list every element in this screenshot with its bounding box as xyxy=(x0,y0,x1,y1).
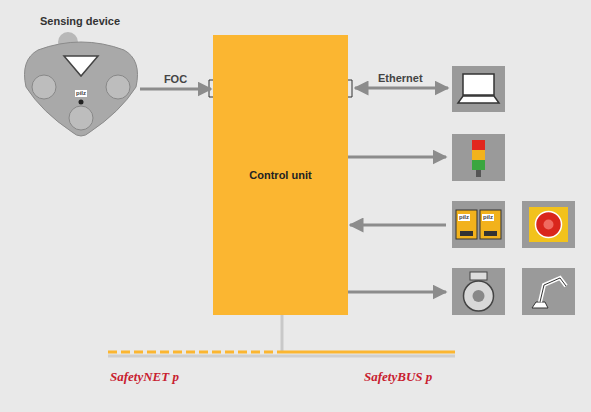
emergency-stop-icon xyxy=(529,207,568,242)
stack-light-icon xyxy=(452,134,505,181)
signal-arrows xyxy=(348,157,446,292)
drive-icon xyxy=(452,268,505,315)
device-housing xyxy=(25,42,138,136)
device-heading: Sensing device xyxy=(40,15,120,27)
drive-icon xyxy=(473,290,485,302)
safety-switch-icon xyxy=(484,231,497,236)
laptop-icon xyxy=(452,66,505,112)
laptop-icon xyxy=(463,74,494,95)
brand-logo: pilz xyxy=(75,90,87,97)
safety-bus-line xyxy=(281,315,284,352)
signal-arrows xyxy=(350,224,446,227)
bus-name: SafetyBUS p xyxy=(364,369,432,385)
bus-name: SafetyNET p xyxy=(110,369,179,385)
stack-light-icon xyxy=(472,150,485,160)
emergency-stop-icon xyxy=(544,220,554,230)
drive-icon xyxy=(464,281,494,311)
line-label: Ethernet xyxy=(378,72,423,84)
ethernet-line xyxy=(355,88,448,89)
device-lens xyxy=(64,56,98,76)
camera-lens xyxy=(32,75,56,99)
status-led xyxy=(79,100,84,105)
safety-bus-line xyxy=(108,355,455,358)
safety-switch-icon xyxy=(480,210,501,239)
emergency-stop-icon xyxy=(522,201,575,248)
robot-icon xyxy=(540,278,566,302)
control-unit-box: Control unit xyxy=(213,35,348,315)
camera-lens xyxy=(69,106,93,130)
stack-light-icon xyxy=(452,134,505,181)
laptop-icon xyxy=(452,66,505,112)
line-label: FOC xyxy=(164,73,187,85)
safety-switch-icon xyxy=(452,201,505,248)
safety-bus-line xyxy=(282,351,455,354)
stack-light-icon xyxy=(476,170,481,177)
emergency-stop-icon xyxy=(522,201,575,248)
robot-icon xyxy=(522,268,575,315)
ethernet-line xyxy=(355,87,448,90)
robot-icon xyxy=(522,268,575,315)
sensing-device: Sensing device xyxy=(20,32,142,142)
drive-icon xyxy=(452,268,505,315)
laptop-icon xyxy=(458,96,499,103)
box-label: Control unit xyxy=(249,169,311,181)
robot-icon xyxy=(540,278,566,302)
camera-lens xyxy=(106,75,130,99)
emergency-stop-icon xyxy=(536,212,562,238)
connector-line xyxy=(140,88,211,91)
safety-bus-line xyxy=(108,351,282,354)
brand-logo: pilz xyxy=(482,214,494,221)
safety-switch-icon xyxy=(452,201,505,248)
signal-arrows xyxy=(348,156,446,159)
stack-light-icon xyxy=(472,140,485,150)
signal-arrows xyxy=(348,291,446,294)
drive-icon xyxy=(470,272,487,280)
sensing-device-shape xyxy=(20,32,142,142)
safety-switch-icon xyxy=(460,231,473,236)
robot-icon xyxy=(532,302,548,308)
brand-logo: pilz xyxy=(458,214,470,221)
safety-switch-icon xyxy=(456,210,477,239)
safety-bus-line xyxy=(108,315,455,356)
stack-light-icon xyxy=(472,160,485,170)
